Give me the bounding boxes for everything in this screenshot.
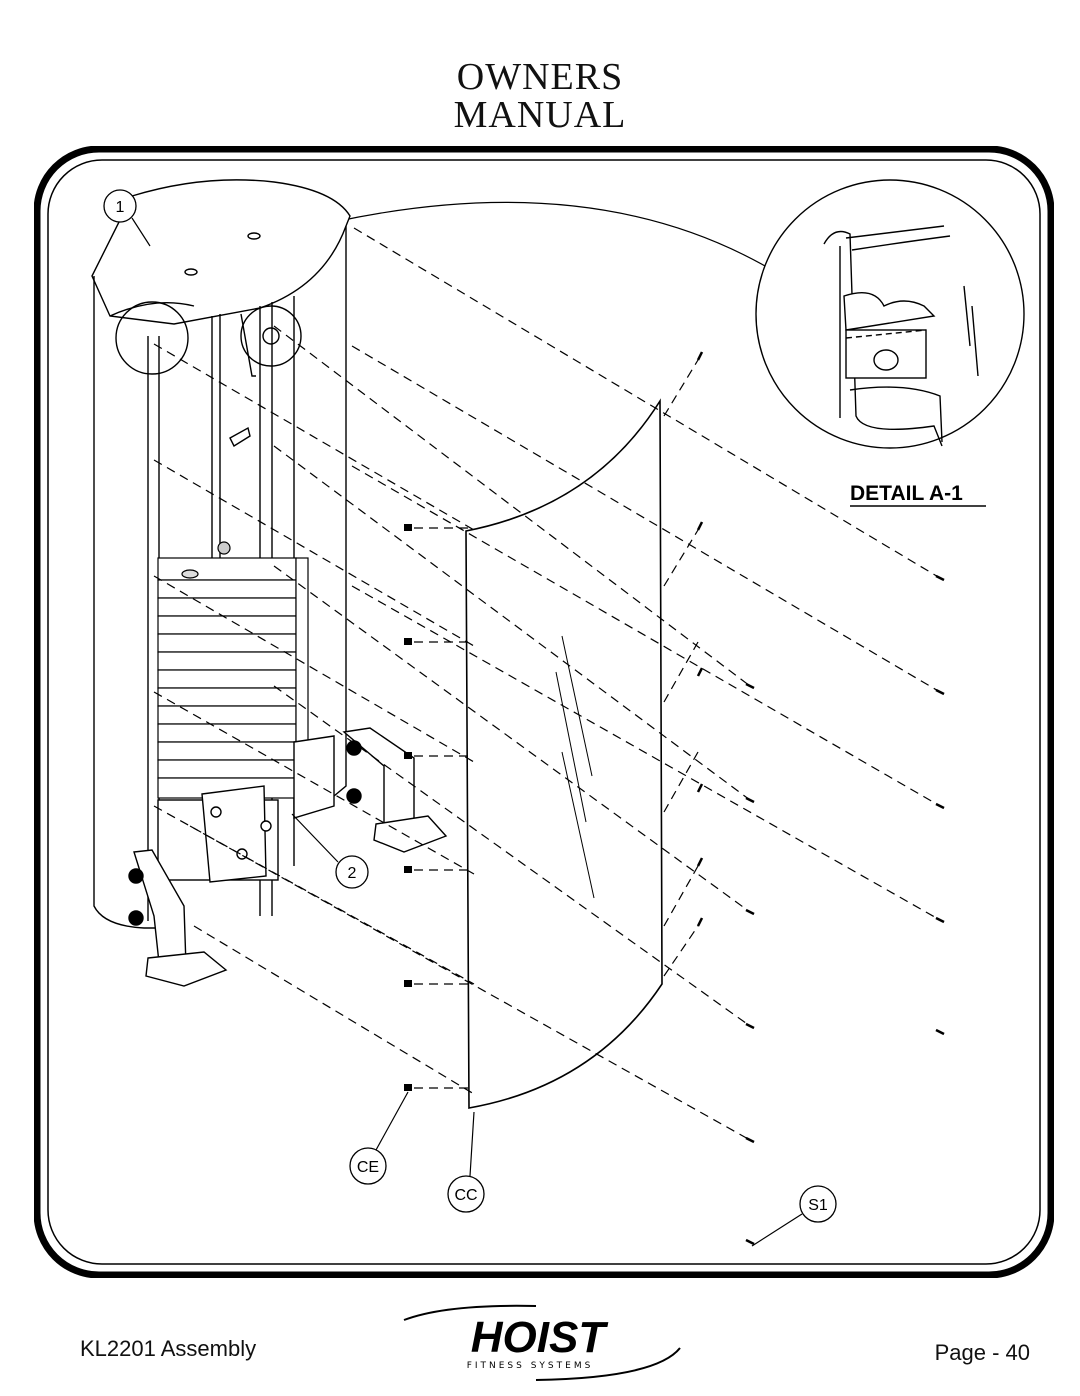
page-number: Page - 40 bbox=[934, 1340, 1030, 1365]
detail-a1 bbox=[755, 179, 1025, 449]
weight-stack bbox=[157, 541, 309, 799]
clip-nuts bbox=[404, 524, 412, 1091]
page-title: OWNERS MANUAL bbox=[0, 58, 1080, 134]
shroud-panel bbox=[465, 398, 663, 1109]
detail-a1-label: DETAIL A-1 bbox=[850, 482, 963, 505]
base-frame bbox=[128, 727, 448, 987]
callout-ce-label: CE bbox=[357, 1159, 379, 1176]
screws bbox=[696, 351, 945, 1246]
hoist-logo-mark: HOIST FITNESS SYSTEMS bbox=[403, 1304, 681, 1381]
diagram-frame: 1 2 CE CC S1 DETAIL A-1 bbox=[34, 146, 1054, 1278]
callout-1-label: 1 bbox=[116, 199, 125, 216]
callout-s1-label: S1 bbox=[808, 1197, 828, 1214]
callout-2-label: 2 bbox=[348, 865, 357, 882]
callout-cc-label: CC bbox=[454, 1187, 477, 1204]
hoist-logo-subtext: FITNESS SYSTEMS bbox=[467, 1361, 594, 1371]
callout-1: 1 bbox=[103, 189, 151, 247]
callout-ce: CE bbox=[349, 1091, 409, 1185]
assembly-code: KL2201 Assembly bbox=[80, 1336, 257, 1361]
callout-cc: CC bbox=[447, 1111, 485, 1213]
assembly-diagram: 1 2 CE CC S1 DETAIL A-1 bbox=[34, 146, 1054, 1278]
hoist-logo: HOIST FITNESS SYSTEMS bbox=[386, 1300, 696, 1384]
title-line-1: OWNERS bbox=[456, 56, 624, 98]
detail-arc-line bbox=[333, 201, 773, 271]
title-line-2: MANUAL bbox=[453, 94, 627, 136]
callout-2: 2 bbox=[291, 813, 369, 889]
hoist-logo-text: HOIST bbox=[471, 1313, 609, 1362]
assembly-lines bbox=[153, 227, 941, 1141]
callout-s1: S1 bbox=[751, 1185, 837, 1247]
